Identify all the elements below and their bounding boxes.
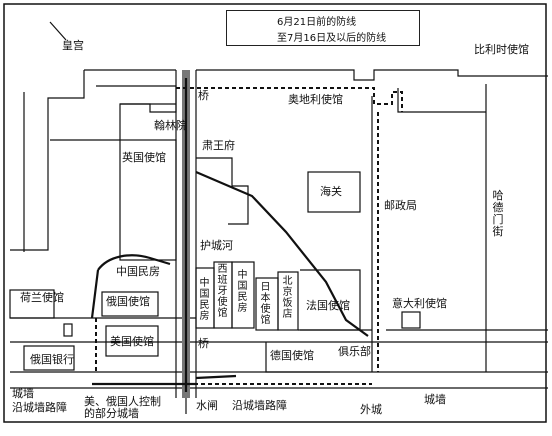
- label-wall-barricade-left: 沿城墙路障: [12, 401, 67, 414]
- label-austrian-legation: 奥地利使馆: [288, 93, 343, 106]
- label-american-legation: 美国使馆: [110, 335, 154, 348]
- chinese-houses-mid-block: [231, 261, 255, 329]
- italian-building: [401, 311, 421, 329]
- legend-before-label: 6月21日前的防线: [277, 16, 357, 28]
- label-club: 俱乐部: [338, 345, 371, 358]
- label-sluice: 水闸: [196, 399, 218, 412]
- defence-line-after: [90, 78, 369, 392]
- label-chinese-houses-mid: 中国民房: [237, 270, 248, 314]
- label-hanlin-academy: 翰林院: [154, 119, 187, 132]
- suwangfu-inner: [196, 157, 249, 225]
- label-bridge-north: 桥: [198, 89, 209, 102]
- label-post-office: 邮政局: [384, 199, 417, 212]
- customs-building: [307, 171, 361, 213]
- label-chinese-houses-vertical: 中国民房: [199, 278, 210, 322]
- label-imperial-palace: 皇宫: [62, 39, 84, 52]
- label-dutch-legation: 荷兰使馆: [20, 291, 64, 304]
- map-legend: 6月21日前的防线 至7月16日及以后的防线: [226, 10, 420, 46]
- defence-before-north: [176, 87, 403, 112]
- dutch-block: [9, 289, 55, 319]
- label-outer-city: 外城: [360, 403, 382, 416]
- label-belgian-legation: 比利时使馆: [474, 43, 529, 56]
- label-us-russia-wall: 美、俄国人控制的部分城墙: [84, 395, 161, 420]
- label-su-wang-fu: 肃王府: [202, 139, 235, 152]
- label-city-wall-left: 城墙: [12, 387, 34, 400]
- defence-after-diag: [195, 170, 369, 337]
- label-british-legation: 英国使馆: [122, 151, 166, 164]
- small-bank-mark: [63, 323, 73, 337]
- palace-arrow: [49, 21, 67, 41]
- russian-block: [101, 291, 159, 317]
- east-road-line-2: [397, 88, 486, 113]
- label-japanese-legation: 日本使馆: [260, 282, 271, 326]
- label-hatamen-street: 哈德门街: [492, 189, 504, 238]
- label-russo-chinese-bank: 俄国银行: [30, 353, 74, 366]
- defence-after-west: [90, 254, 171, 319]
- russian-bank-block: [23, 345, 75, 371]
- north-road-line-2: [84, 69, 548, 81]
- american-block: [105, 325, 159, 357]
- label-french-legation: 法国使馆: [306, 299, 350, 312]
- label-russian-legation: 俄国使馆: [106, 295, 150, 308]
- legend-after-label: 至7月16日及以后的防线: [277, 32, 387, 44]
- label-wall-barricade-right: 沿城墙路障: [232, 399, 287, 412]
- label-city-wall-right: 城墙: [424, 393, 446, 406]
- label-customs: 海关: [320, 185, 342, 198]
- label-italian-legation: 意大利使馆: [392, 297, 447, 310]
- map-frame: [3, 3, 547, 423]
- defence-after-east-wall: [195, 374, 237, 380]
- label-german-legation: 德国使馆: [270, 349, 314, 362]
- peking-hotel-block: [277, 271, 299, 331]
- legation-street-top: [10, 317, 548, 331]
- label-bridge-south: 桥: [198, 337, 209, 350]
- label-peking-hotel: 北京饭店: [282, 276, 293, 320]
- label-chinese-houses-left: 中国民房: [116, 265, 160, 278]
- label-moat: 护城河: [200, 239, 233, 252]
- label-spanish-legation: 西班牙使馆: [217, 264, 228, 319]
- north-road-line: [10, 70, 85, 251]
